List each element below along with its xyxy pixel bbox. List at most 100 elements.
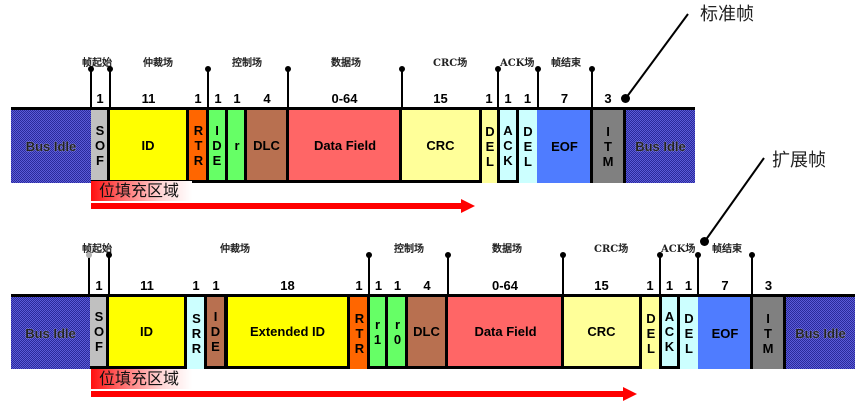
field-bus-idle: Bus Idle [11,107,91,183]
boundary-marker [401,70,403,110]
section-label-arbitration: 仲裁场 [220,244,250,255]
field-extended-id: Extended ID [225,294,350,369]
field-dlc: DLC [244,107,289,183]
boundary-marker [88,257,90,295]
bits-srr: 1 [192,278,200,293]
bits-itm: 3 [604,91,612,106]
field-bus-idle-end: Bus Idle [626,107,695,183]
field-data-field: Data Field [448,294,563,369]
section-label-frame-end: 帧结束 [551,58,581,69]
field-bus-idle-end: Bus Idle [786,294,855,369]
bit-stuffing-label: 位填充区域 [91,181,192,201]
bits-r: 1 [233,91,241,106]
boundary-dot [589,66,595,72]
field-id: ID [107,107,189,183]
boundary-dot [86,252,92,258]
bits-r1: 1 [374,278,383,293]
boundary-dot [495,66,501,72]
boundary-marker [497,70,499,110]
leader-dot [621,94,630,103]
bits-ide: 1 [214,91,222,106]
field-eof: EOF [537,107,592,183]
bits-dlc: 4 [423,278,431,293]
boundary-marker [108,257,110,295]
boundary-dot [657,252,663,258]
boundary-marker [697,257,699,295]
boundary-marker [109,70,111,110]
bits-eof: 7 [721,278,729,293]
field-crc: CRC [399,107,482,183]
boundary-marker [537,70,539,110]
section-label-ack: ACK场 [661,244,696,255]
section-label-control: 控制场 [232,58,262,69]
bits-sof: 1 [95,278,103,293]
boundary-dot [560,252,566,258]
section-label-crc: CRC场 [594,244,629,255]
section-label-frame-end: 帧结束 [712,244,742,255]
standard-frame-leader-line [625,13,689,99]
bits-extended-id: 18 [280,278,295,293]
bits-sof: 1 [96,91,104,106]
field-data-field: Data Field [289,107,401,183]
bit-stuffing-arrow [91,387,637,401]
section-label-arbitration: 仲裁场 [143,58,173,69]
bit-stuffing-label: 位填充区域 [91,369,192,389]
boundary-dot [445,252,451,258]
bits-rtr: 1 [194,91,202,106]
section-label-frame-start: 帧起始 [82,244,112,255]
section-label-frame-start: 帧起始 [82,58,112,69]
boundary-dot [88,66,94,72]
boundary-marker [207,70,209,110]
boundary-dot [535,66,541,72]
extended-frame-leader-line [704,157,765,242]
bits-rtr: 1 [355,278,363,293]
bits-crc-del: 1 [646,278,654,293]
boundary-dot [205,66,211,72]
bits-data-field: 0-64 [331,91,358,106]
field-r: r [228,107,246,183]
field-bus-idle: Bus Idle [11,294,90,369]
section-label-data: 数据场 [331,58,361,69]
section-label-control: 控制场 [394,244,424,255]
boundary-marker [591,70,593,110]
bits-crc: 15 [594,278,609,293]
bits-data-field: 0-64 [491,278,519,293]
bit-stuffing-arrow [91,199,475,213]
section-label-data: 数据场 [492,244,522,255]
bits-ack-del: 1 [523,91,532,106]
extended-frame-label: 扩展帧 [772,150,826,171]
field-crc: CRC [561,294,642,369]
bits-ack-del: 1 [684,278,693,293]
section-label-ack: ACK场 [500,58,535,69]
boundary-dot [106,252,112,258]
field-eof: EOF [698,294,752,369]
field-id: ID [106,294,187,369]
bits-r0: 1 [393,278,402,293]
bits-ide: 1 [212,278,220,293]
bits-eof: 7 [560,91,569,106]
bits-crc-del: 1 [485,91,493,106]
boundary-dot [366,252,372,258]
bits-crc: 15 [433,91,448,106]
bits-itm: 3 [764,278,773,293]
boundary-marker [368,257,370,295]
boundary-marker [751,257,753,295]
boundary-dot [107,66,113,72]
standard-frame-label: 标准帧 [700,4,754,25]
section-label-crc: CRC场 [433,58,468,69]
